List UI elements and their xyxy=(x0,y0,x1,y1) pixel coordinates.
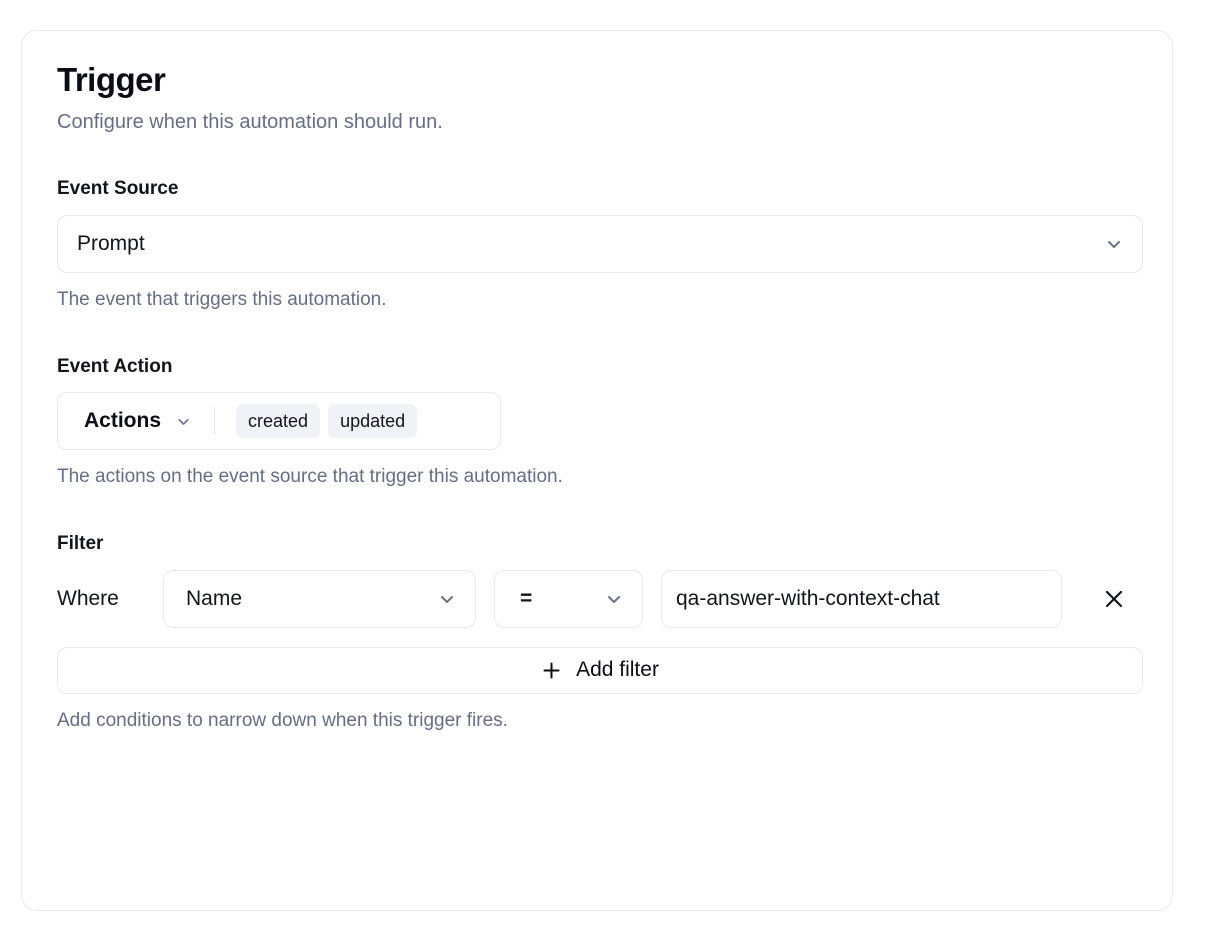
chevron-down-icon xyxy=(441,595,453,603)
remove-filter-button[interactable] xyxy=(1096,581,1132,617)
close-icon xyxy=(1105,590,1123,607)
filter-value-container xyxy=(661,569,1062,628)
divider xyxy=(214,407,216,436)
plus-icon xyxy=(543,662,560,679)
event-source-help: The event that triggers this automation. xyxy=(57,288,387,310)
filter-value-input[interactable] xyxy=(676,586,1047,611)
event-source-value: Prompt xyxy=(77,231,145,255)
event-action-label: Event Action xyxy=(57,355,173,377)
chevron-down-icon xyxy=(608,595,620,603)
chevron-down-icon xyxy=(1108,240,1120,248)
add-filter-label: Add filter xyxy=(576,658,659,682)
event-action-dropdown-trigger[interactable]: Actions xyxy=(84,393,214,449)
event-action-chip-list: created updated xyxy=(215,404,418,439)
filter-operator-select[interactable]: = xyxy=(494,569,643,628)
page-subtitle: Configure when this automation should ru… xyxy=(57,110,443,133)
event-source-select[interactable]: Prompt xyxy=(57,214,1143,273)
event-action-dropdown-label: Actions xyxy=(84,409,162,433)
page-title: Trigger xyxy=(57,61,166,98)
trigger-card: Trigger Configure when this automation s… xyxy=(21,30,1173,911)
chevron-down-icon xyxy=(178,418,189,425)
event-action-help: The actions on the event source that tri… xyxy=(57,466,563,488)
filter-operator-value: = xyxy=(520,586,533,610)
filter-field-value: Name xyxy=(186,586,243,610)
filter-label: Filter xyxy=(57,533,104,555)
filter-field-select[interactable]: Name xyxy=(163,569,476,628)
filter-row: Where Name = xyxy=(57,569,1137,628)
event-action-chip-created[interactable]: created xyxy=(236,404,321,439)
event-action-chip-updated[interactable]: updated xyxy=(328,404,418,439)
event-action-combo: Actions created updated xyxy=(57,392,501,451)
event-source-field: Event Source Prompt The event that trigg… xyxy=(57,177,1143,312)
event-action-field: Event Action Actions created updated The… xyxy=(57,356,1137,490)
event-source-label: Event Source xyxy=(57,177,179,199)
add-filter-button[interactable]: Add filter xyxy=(57,646,1143,694)
filter-help: Add conditions to narrow down when this … xyxy=(57,709,508,731)
filter-field-group: Filter Where Name = xyxy=(57,533,1143,733)
filter-where-label: Where xyxy=(57,586,119,610)
